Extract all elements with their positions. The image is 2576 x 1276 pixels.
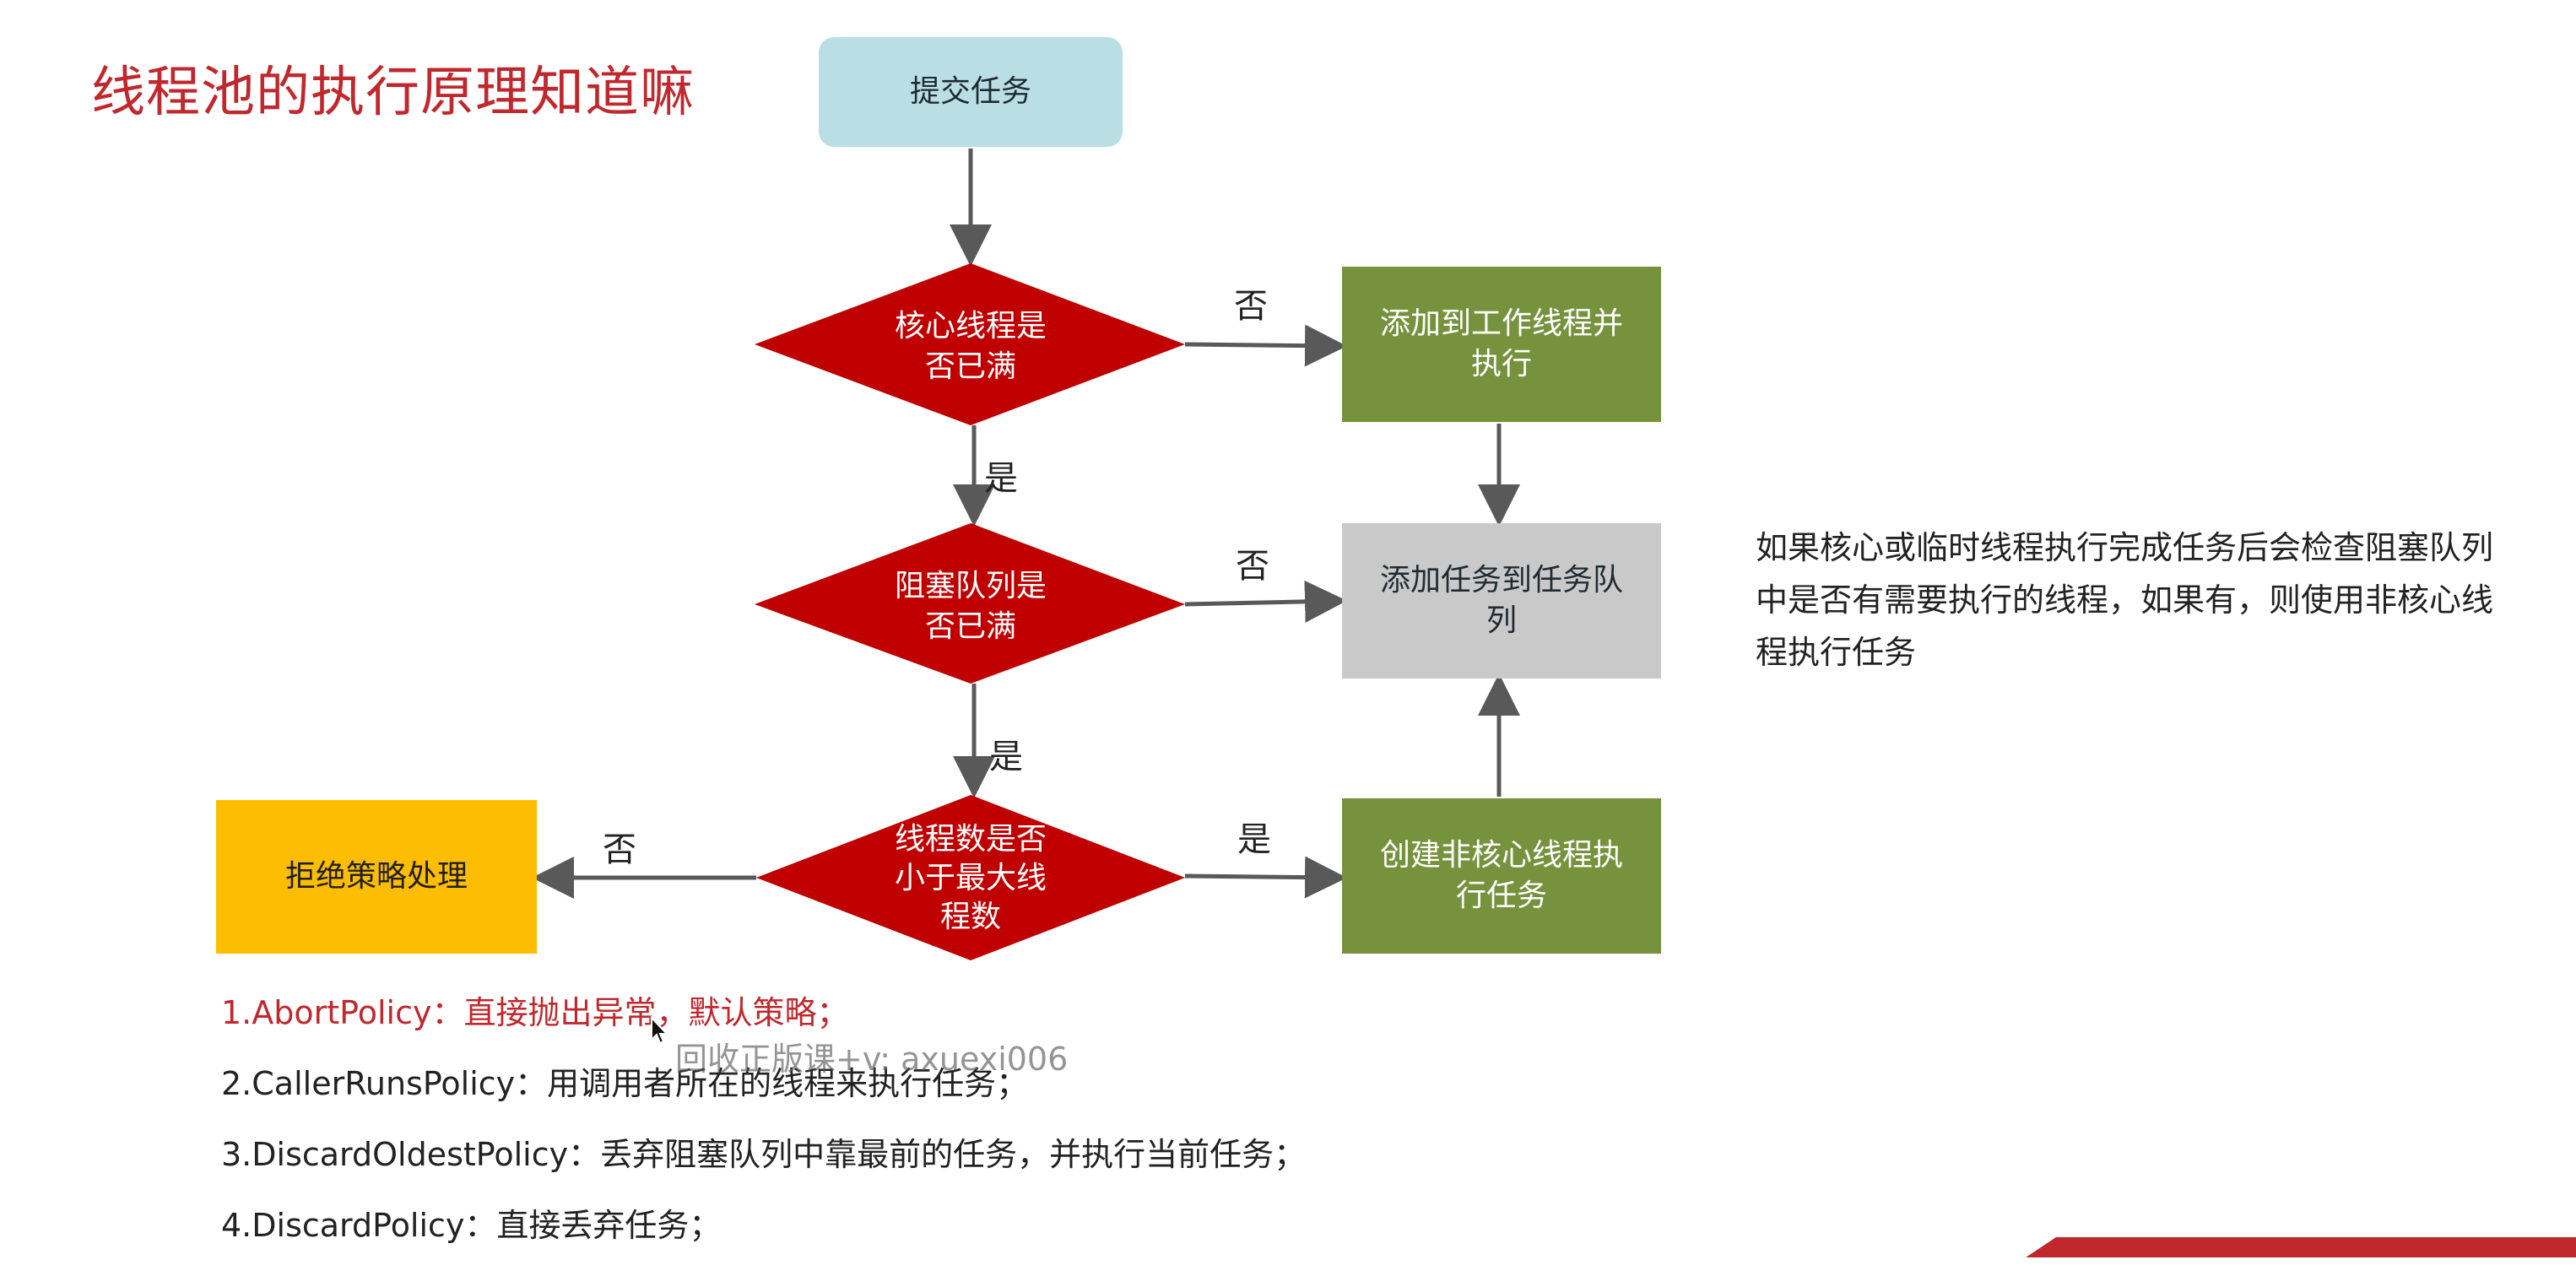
edge-label-max-yes: 是 xyxy=(1237,820,1271,859)
edge-label-core-no: 否 xyxy=(1234,287,1268,326)
process-create-noncore-label-1: 创建非核心线程执 xyxy=(1379,838,1623,873)
decision-core-full-label-1: 核心线程是 xyxy=(895,309,1047,343)
process-submit-task-label: 提交任务 xyxy=(909,74,1031,109)
process-add-worker-label-1: 添加到工作线程并 xyxy=(1379,306,1623,341)
process-add-to-queue: 添加任务到任务队 列 xyxy=(1342,523,1661,679)
decision-core-full-label-2: 否已满 xyxy=(925,349,1016,384)
watermark: 回收正版课+v: axuexi006 xyxy=(675,1041,1069,1078)
decision-max-threads xyxy=(756,795,1185,960)
decision-queue-full-label-1: 阻塞队列是 xyxy=(895,569,1047,603)
process-reject-policy: 拒绝策略处理 xyxy=(216,800,537,954)
policy-item-caller-runs: 2.CallerRunsPolicy：用调用者所在的线程来执行任务； xyxy=(221,1065,1029,1102)
decision-core-full xyxy=(755,263,1185,425)
process-add-to-queue-label-2: 列 xyxy=(1486,603,1517,638)
decision-max-threads-label-3: 程数 xyxy=(940,900,1001,934)
mouse-cursor-icon xyxy=(651,1016,669,1045)
arrow-queue-no xyxy=(1184,580,1347,623)
policy-item-discard: 4.DiscardPolicy：直接丢弃任务； xyxy=(221,1207,722,1244)
edge-label-max-no: 否 xyxy=(603,830,636,869)
process-add-to-queue-label-1: 添加任务到任务队 xyxy=(1379,563,1623,597)
policy-item-discard-oldest: 3.DiscardOldestPolicy：丢弃阻塞队列中靠最前的任务，并执行当… xyxy=(221,1136,1307,1173)
decision-queue-full xyxy=(755,523,1185,684)
process-add-worker-thread: 添加到工作线程并 执行 xyxy=(1342,267,1661,422)
edge-label-queue-no: 否 xyxy=(1236,547,1269,586)
arrow-max-yes xyxy=(1184,856,1347,899)
policy-list: 1.AbortPolicy：直接抛出异常，默认策略； 2.CallerRunsP… xyxy=(221,992,1306,1276)
side-note: 如果核心或临时线程执行完成任务后会检查阻塞队列中是否有需要执行的线程，如果有，则… xyxy=(1756,529,2494,671)
process-submit-task: 提交任务 xyxy=(819,37,1123,147)
process-reject-policy-label: 拒绝策略处理 xyxy=(284,859,468,894)
decision-max-threads-label-1: 线程数是否 xyxy=(895,822,1047,857)
edge-label-core-yes: 是 xyxy=(984,459,1018,498)
process-create-noncore-thread: 创建非核心线程执 行任务 xyxy=(1342,798,1661,954)
corner-banner xyxy=(2026,1237,2576,1257)
page-title: 线程池的执行原理知道嘛 xyxy=(91,62,695,124)
decision-queue-full-label-2: 否已满 xyxy=(925,609,1016,644)
arrow-core-no xyxy=(1184,324,1347,367)
process-create-noncore-label-2: 行任务 xyxy=(1455,879,1547,913)
policy-item-abort: 1.AbortPolicy：直接抛出异常，默认策略； xyxy=(221,994,849,1031)
decision-max-threads-label-2: 小于最大线 xyxy=(895,861,1047,895)
edge-label-queue-yes: 是 xyxy=(989,738,1023,776)
process-add-worker-label-2: 执行 xyxy=(1470,347,1532,381)
